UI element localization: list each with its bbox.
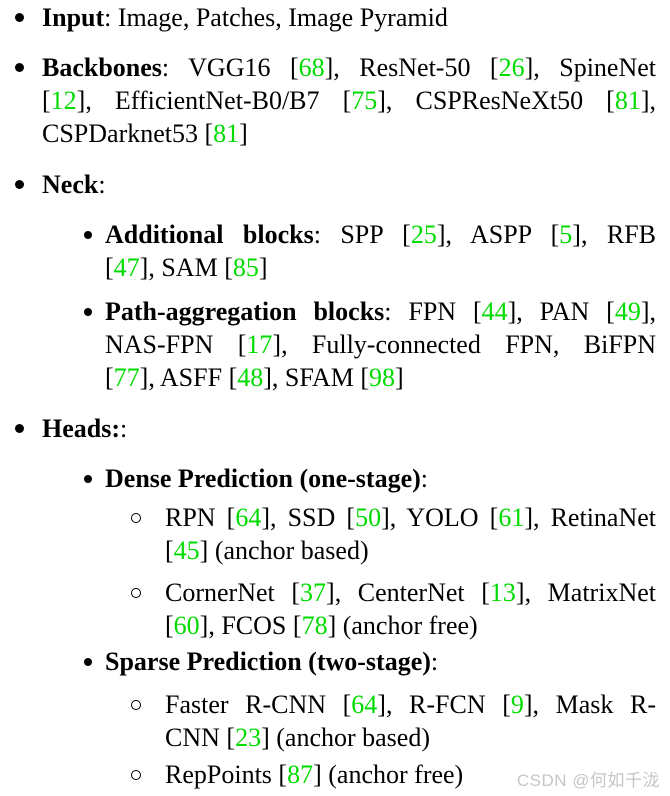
text-line: [45] (anchor based) — [165, 536, 369, 565]
citation-link[interactable]: 68 — [298, 53, 325, 82]
item-text: Path-aggregation blocks: FPN [44], PAN [… — [105, 295, 670, 394]
disc-bullet-icon — [84, 295, 105, 328]
citation-link[interactable]: 81 — [614, 86, 641, 115]
list-item: Path-aggregation blocks: FPN [44], PAN [… — [0, 295, 670, 394]
list-item: CornerNet [37], CenterNet [13], MatrixNe… — [0, 576, 670, 642]
item-text: Input: Image, Patches, Image Pyramid — [42, 1, 670, 34]
item-text: RepPoints [87] (anchor free) — [165, 758, 670, 791]
term-label: Sparse Prediction (two-stage) — [105, 647, 431, 676]
item-text: RPN [64], SSD [50], YOLO [61], RetinaNet… — [165, 501, 670, 567]
item-text: Faster R-CNN [64], R-FCN [9], Mask R- CNN… — [165, 688, 670, 754]
term-label: Path-aggregation blocks — [105, 297, 385, 326]
term-label: Additional blocks — [105, 220, 314, 249]
text-line: [60], FCOS [78] (anchor free) — [165, 611, 478, 640]
citation-link[interactable]: 64 — [351, 690, 378, 719]
disc-bullet-icon — [84, 462, 105, 495]
text-line: CNN [23] (anchor based) — [165, 723, 431, 752]
list-item: Additional blocks: SPP [25], ASPP [5], R… — [0, 218, 670, 284]
text-line: Dense Prediction (one-stage): — [105, 464, 429, 493]
list-item: Sparse Prediction (two-stage): — [0, 645, 670, 678]
circle-bullet-icon — [131, 576, 165, 609]
list-item: RPN [64], SSD [50], YOLO [61], RetinaNet… — [0, 501, 670, 567]
citation-link[interactable]: 64 — [235, 503, 262, 532]
text-line: RepPoints [87] (anchor free) — [165, 760, 464, 789]
citation-link[interactable]: 49 — [614, 297, 641, 326]
citation-link[interactable]: 9 — [510, 690, 524, 719]
citation-link[interactable]: 85 — [232, 253, 259, 282]
citation-link[interactable]: 78 — [301, 611, 328, 640]
list-item: Faster R-CNN [64], R-FCN [9], Mask R- CNN… — [0, 688, 670, 754]
citation-link[interactable]: 13 — [489, 578, 516, 607]
item-text: Backbones: VGG16 [68], ResNet-50 [26], S… — [42, 51, 670, 150]
citation-link[interactable]: 60 — [173, 611, 200, 640]
item-text: Heads:: — [42, 412, 670, 445]
list-item: Backbones: VGG16 [68], ResNet-50 [26], S… — [0, 51, 670, 150]
circle-bullet-icon — [131, 758, 165, 791]
text-line: Path-aggregation blocks: FPN [44], PAN [… — [105, 297, 656, 326]
term-label: Heads: — [42, 414, 120, 443]
citation-link[interactable]: 37 — [300, 578, 327, 607]
item-text: Sparse Prediction (two-stage): — [105, 645, 670, 678]
list-item: Neck: — [0, 168, 670, 201]
list-item: Heads:: — [0, 412, 670, 445]
item-text: Dense Prediction (one-stage): — [105, 462, 670, 495]
text-line: Heads:: — [42, 414, 128, 443]
citation-link[interactable]: 26 — [498, 53, 525, 82]
citation-link[interactable]: 45 — [173, 536, 200, 565]
citation-link[interactable]: 48 — [237, 363, 264, 392]
text-line: [47], SAM [85] — [105, 253, 268, 282]
citation-link[interactable]: 5 — [559, 220, 573, 249]
citation-link[interactable]: 98 — [368, 363, 395, 392]
term-label: Input — [42, 3, 105, 32]
citation-link[interactable]: 87 — [287, 760, 314, 789]
text-line: CSPDarknet53 [81] — [42, 119, 248, 148]
text-line: Backbones: VGG16 [68], ResNet-50 [26], S… — [42, 53, 656, 82]
term-label: Dense Prediction (one-stage) — [105, 464, 421, 493]
disc-bullet-icon — [15, 412, 42, 445]
citation-link[interactable]: 12 — [50, 86, 77, 115]
term-label: Backbones — [42, 53, 162, 82]
disc-bullet-icon — [15, 168, 42, 201]
text-line: CornerNet [37], CenterNet [13], MatrixNe… — [165, 578, 656, 607]
item-text: Neck: — [42, 168, 670, 201]
text-line: [12], EfficientNet-B0/B7 [75], CSPResNeX… — [42, 86, 656, 115]
text-line: Additional blocks: SPP [25], ASPP [5], R… — [105, 220, 656, 249]
citation-link[interactable]: 61 — [498, 503, 525, 532]
citation-link[interactable]: 44 — [481, 297, 508, 326]
text-line: RPN [64], SSD [50], YOLO [61], RetinaNet — [165, 503, 656, 532]
circle-bullet-icon — [131, 501, 165, 534]
disc-bullet-icon — [84, 645, 105, 678]
disc-bullet-icon — [15, 51, 42, 84]
citation-link[interactable]: 23 — [235, 723, 262, 752]
citation-link[interactable]: 75 — [351, 86, 378, 115]
citation-link[interactable]: 47 — [113, 253, 140, 282]
item-text: Additional blocks: SPP [25], ASPP [5], R… — [105, 218, 670, 284]
term-label: Neck — [42, 170, 99, 199]
list-item: RepPoints [87] (anchor free) — [0, 758, 670, 791]
disc-bullet-icon — [15, 1, 42, 34]
text-line: Sparse Prediction (two-stage): — [105, 647, 439, 676]
text-line: [77], ASFF [48], SFAM [98] — [105, 363, 404, 392]
text-line: NAS-FPN [17], Fully-connected FPN, BiFPN — [105, 330, 656, 359]
watermark: CSDN @何如千泷 — [516, 771, 660, 790]
text-line: Input: Image, Patches, Image Pyramid — [42, 3, 448, 32]
text-line: Neck: — [42, 170, 106, 199]
item-text: CornerNet [37], CenterNet [13], MatrixNe… — [165, 576, 670, 642]
list-item: Input: Image, Patches, Image Pyramid — [0, 1, 670, 34]
citation-link[interactable]: 25 — [410, 220, 437, 249]
citation-link[interactable]: 81 — [213, 119, 240, 148]
text-line: Faster R-CNN [64], R-FCN [9], Mask R- — [165, 690, 656, 719]
list-item: Dense Prediction (one-stage): — [0, 462, 670, 495]
circle-bullet-icon — [131, 688, 165, 721]
citation-link[interactable]: 77 — [113, 363, 140, 392]
citation-link[interactable]: 17 — [246, 330, 273, 359]
disc-bullet-icon — [84, 218, 105, 251]
citation-link[interactable]: 50 — [355, 503, 382, 532]
